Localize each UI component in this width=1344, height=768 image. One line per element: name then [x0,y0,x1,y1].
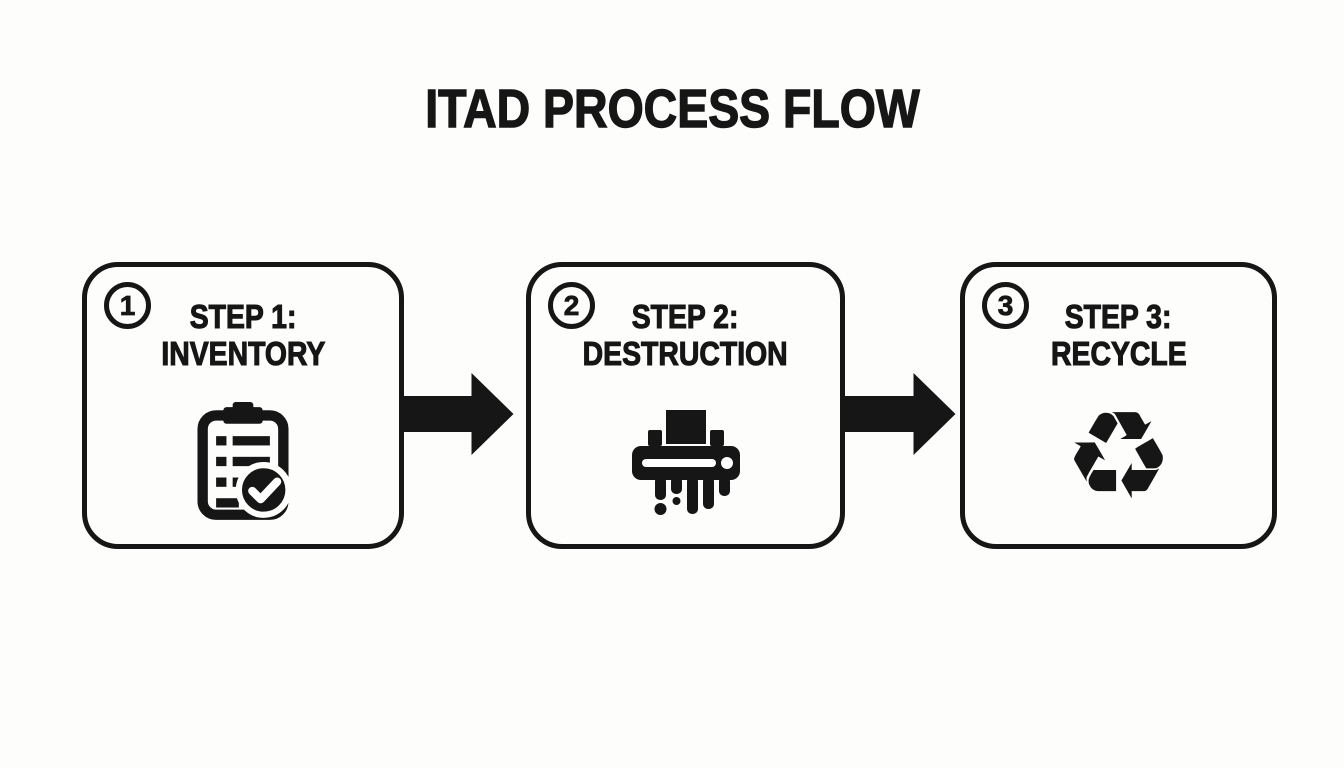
step-title: STEP 3: [1065,297,1173,335]
step-number-badge: 2 [548,282,595,329]
step-box-recycle: 3 STEP 3: RECYCLE ♻ [960,262,1277,549]
step-icon-area [87,397,399,527]
step-label: STEP 3: RECYCLE [965,297,1272,372]
shredder-icon [630,409,742,515]
step-icon-area: ♻ [965,385,1272,527]
step-box-destruction: 2 STEP 2: DESTRUCTION [526,262,845,549]
clipboard-checklist-icon [195,402,291,522]
step-title: STEP 1: [189,297,297,335]
step-box-inventory: 1 STEP 1: INVENTORY [82,262,404,549]
step-title: STEP 2: [632,297,740,335]
step-label: STEP 2: DESTRUCTION [531,297,840,372]
step-label: STEP 1: INVENTORY [87,297,399,372]
page-title-text: ITAD PROCESS FLOW [424,79,920,139]
page-title: ITAD PROCESS FLOW [0,79,1344,139]
recycle-icon: ♻ [1063,385,1174,527]
step-name: DESTRUCTION [583,334,789,372]
step-name: RECYCLE [1050,334,1187,372]
step-number-badge: 1 [104,282,151,329]
step-number-badge: 3 [982,282,1029,329]
step-number: 3 [997,289,1014,321]
step-number: 2 [563,289,580,321]
right-arrow-icon [402,372,515,456]
step-name: INVENTORY [160,334,326,372]
step-icon-area [531,397,840,527]
right-arrow-icon [844,372,957,456]
step-number: 1 [119,289,136,321]
